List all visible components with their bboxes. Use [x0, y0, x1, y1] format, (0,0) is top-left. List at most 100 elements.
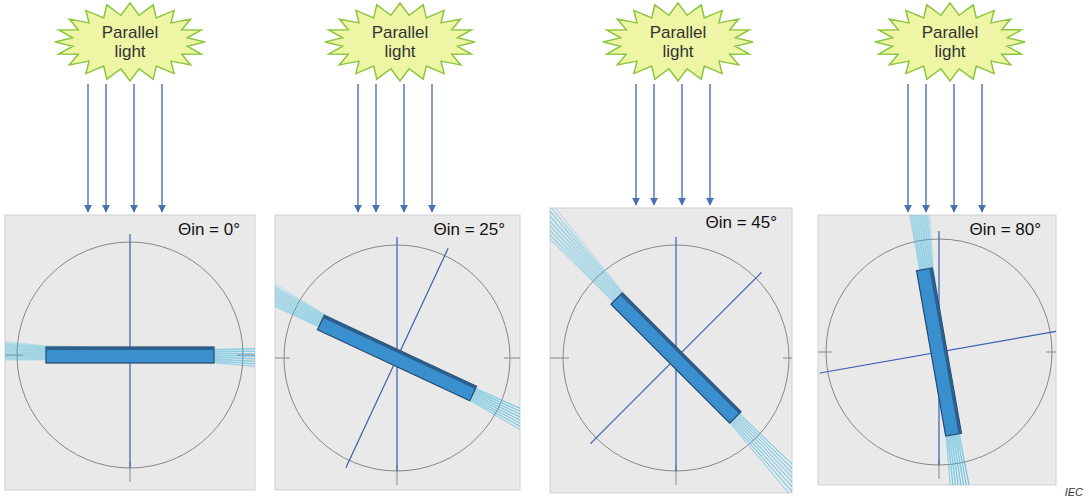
simulation-panel: Θin = 25°: [275, 215, 520, 490]
light-ray: [888, 215, 1000, 485]
tick: [783, 358, 792, 359]
light-arrow: [635, 84, 636, 205]
light-arrow: [133, 84, 134, 212]
light-arrow: [375, 84, 376, 212]
tick: [275, 358, 290, 359]
light-ray: [550, 208, 792, 493]
light-ray: [275, 234, 520, 465]
angle-label: Θin = 80°: [966, 220, 1044, 240]
waveguide-slab: [317, 315, 476, 401]
light-ray: [275, 249, 520, 484]
light-ray: [275, 230, 520, 465]
light-ray: [5, 335, 255, 351]
light-source-star: Parallel light: [602, 2, 754, 82]
light-arrow: [161, 84, 162, 212]
waveguide-slab: [611, 293, 741, 423]
light-ray: [275, 249, 520, 490]
light-ray: [886, 215, 987, 485]
light-arrow: [953, 84, 954, 212]
light-ray: [275, 234, 520, 468]
panel-ground: [818, 215, 1056, 485]
waveguide-scene: [818, 215, 1056, 485]
light-arrow: [431, 84, 432, 212]
light-ray: [275, 251, 520, 483]
angle-label: Θin = 0°: [175, 220, 243, 240]
light-ray: [275, 234, 520, 473]
simulation-panel: Θin = 80°: [818, 215, 1056, 485]
waveguide-scene: [550, 208, 792, 493]
light-source-star: Parallel light: [324, 2, 476, 82]
angle-label: Θin = 25°: [430, 220, 508, 240]
light-arrow: [709, 84, 710, 205]
tick: [550, 358, 569, 359]
source-label: Parallel light: [363, 23, 437, 61]
waveguide-slab: [46, 347, 214, 363]
light-source-star: Parallel light: [874, 2, 1026, 82]
source-mark: IEC: [1065, 486, 1083, 498]
source-label: Parallel light: [93, 23, 167, 61]
waveguide-scene: [275, 215, 520, 490]
light-ray: [275, 246, 520, 475]
light-arrow: [681, 84, 682, 205]
waveguide-scene: [5, 234, 255, 482]
source-label: Parallel light: [913, 23, 987, 61]
light-ray: [275, 253, 520, 489]
light-ray: [275, 226, 520, 463]
slab-group: [818, 215, 1056, 485]
tick: [504, 358, 520, 359]
light-ray: [5, 331, 255, 352]
light-ray: [275, 242, 520, 476]
light-arrow: [907, 84, 908, 212]
light-arrow: [925, 84, 926, 212]
light-ray: [275, 226, 520, 465]
light-ray: [275, 222, 520, 462]
light-ray: [275, 230, 520, 469]
slab-group: [550, 208, 792, 493]
simulation-panel: Θin = 45°: [550, 208, 792, 493]
light-ray: [895, 215, 995, 485]
light-ray: [275, 238, 520, 467]
angle-label: Θin = 45°: [702, 213, 780, 233]
light-ray: [275, 230, 520, 463]
slab-edge: [323, 315, 477, 389]
light-ray: [870, 215, 983, 485]
slab-group: [5, 327, 255, 380]
light-arrow: [403, 84, 404, 212]
light-arrow: [105, 84, 106, 212]
slab-edge: [46, 347, 214, 350]
light-ray: [880, 215, 987, 485]
light-ray: [877, 215, 980, 485]
light-ray: [275, 242, 520, 471]
light-ray: [550, 208, 792, 493]
light-arrow: [981, 84, 982, 212]
light-ray: [275, 241, 520, 481]
panel-ground: [275, 215, 520, 490]
tick: [818, 352, 832, 353]
slab-edge: [620, 293, 741, 414]
light-ray: [275, 245, 520, 486]
light-ray: [871, 215, 979, 485]
light-ray: [5, 327, 255, 349]
waveguide-slab: [917, 268, 962, 436]
light-ray: [550, 208, 792, 493]
light-ray: [889, 215, 995, 485]
light-ray: [883, 215, 995, 485]
light-ray: [879, 215, 991, 485]
light-source-star: Parallel light: [54, 2, 206, 82]
slab-group: [275, 215, 520, 490]
source-label: Parallel light: [641, 23, 715, 61]
light-arrow: [653, 84, 654, 205]
light-ray: [275, 249, 520, 479]
light-ray: [874, 215, 987, 485]
light-ray: [876, 215, 983, 485]
light-ray: [550, 208, 792, 493]
simulation-panel: Θin = 0°: [5, 215, 255, 490]
light-ray: [550, 208, 792, 493]
light-ray: [891, 215, 991, 485]
tick: [1046, 352, 1056, 353]
light-arrow: [357, 84, 358, 212]
light-ray: [882, 215, 983, 485]
slab-edge: [929, 268, 961, 434]
light-ray: [275, 238, 520, 472]
light-arrow: [87, 84, 88, 212]
